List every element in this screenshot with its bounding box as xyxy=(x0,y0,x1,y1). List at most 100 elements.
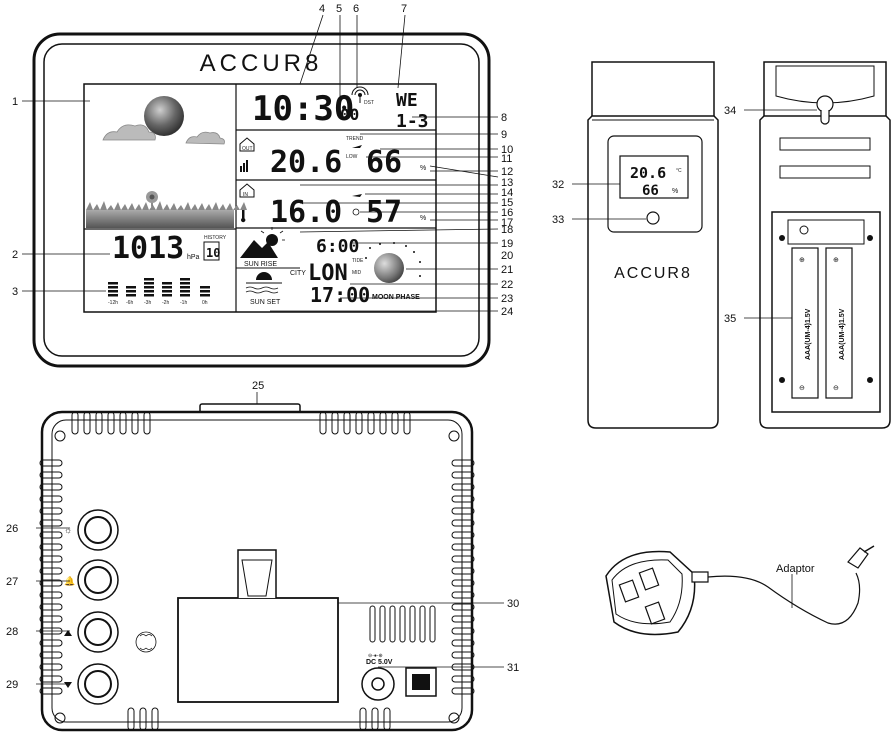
dc-plug xyxy=(847,547,869,569)
svg-text:20: 20 xyxy=(501,250,513,262)
sensor-temperature: 20.6 xyxy=(630,164,666,182)
svg-text:-2h: -2h xyxy=(162,300,169,306)
low-label: LOW xyxy=(346,154,358,160)
pressure-unit: hPa xyxy=(187,254,200,261)
top-vents xyxy=(71,411,411,435)
city-code: LON xyxy=(308,261,348,286)
plug-pins-icon xyxy=(618,567,666,625)
sunrise-icon xyxy=(240,227,285,258)
sensor-callout-lines xyxy=(572,183,646,220)
svg-text:26: 26 xyxy=(6,523,18,535)
indoor-temperature: 20.6 xyxy=(270,145,342,180)
svg-text:3: 3 xyxy=(12,286,18,298)
svg-text:1: 1 xyxy=(12,96,18,108)
adaptor-cable xyxy=(707,572,861,625)
svg-text:24: 24 xyxy=(501,306,513,318)
stand-tab[interactable] xyxy=(237,549,277,598)
svg-text:-6h: -6h xyxy=(126,300,133,306)
battery-label: AAA(UM-4)1.5V xyxy=(805,308,812,360)
in-label: IN xyxy=(243,192,248,198)
dst-label: DST xyxy=(364,100,374,106)
battery-label: AAA(UM-4)1.5V xyxy=(839,308,846,360)
svg-text:5: 5 xyxy=(336,3,342,15)
trend-arrow-icon xyxy=(352,145,362,148)
brand-logo: ACCUR8 xyxy=(200,50,323,77)
star-icon xyxy=(365,242,421,277)
minus-icon: ⊖ xyxy=(833,385,839,392)
thermometer-icon xyxy=(241,210,246,223)
main-unit-inner-frame xyxy=(43,43,480,357)
svg-text:%: % xyxy=(420,165,426,172)
adaptor-label: Adaptor xyxy=(776,563,815,575)
weekday: WE xyxy=(396,90,418,111)
plus-icon: ⊕ xyxy=(833,257,839,264)
plus-icon: ⊕ xyxy=(799,257,805,264)
sensor-led xyxy=(646,211,660,225)
svg-text:12: 12 xyxy=(501,166,513,178)
sunset-time: 17:00 xyxy=(310,283,370,307)
svg-text:30: 30 xyxy=(507,598,519,610)
svg-text:6: 6 xyxy=(353,3,359,15)
svg-text:%: % xyxy=(672,188,678,195)
moon-phase-label: MOON PHASE xyxy=(372,294,420,301)
svg-text:31: 31 xyxy=(507,662,519,674)
power-adaptor: Adaptor xyxy=(605,545,875,636)
sunset-label: SUN SET xyxy=(250,299,281,306)
svg-text:18: 18 xyxy=(501,224,513,236)
svg-text:19: 19 xyxy=(501,238,513,250)
front-callouts: 1 2 3 4 5 6 7 8 9 10 11 12 13 14 15 16 1… xyxy=(12,3,513,318)
tide-label: TIDE xyxy=(352,258,364,264)
in-house-icon xyxy=(239,183,255,198)
svg-text:22: 22 xyxy=(501,279,513,291)
svg-text:-1h: -1h xyxy=(180,300,187,306)
battery-cell xyxy=(825,247,853,399)
svg-text:8: 8 xyxy=(501,112,507,124)
pressure-history-graph: -12h -6h -3h -2h -1h 0h xyxy=(108,278,210,306)
out-label: OUT xyxy=(242,146,253,152)
svg-text:29: 29 xyxy=(6,679,18,691)
svg-text:%: % xyxy=(420,215,426,222)
svg-text:17: 17 xyxy=(501,217,513,229)
out-house-icon xyxy=(239,137,255,152)
weather-forecast-icon xyxy=(86,96,247,228)
moon-phase-icon xyxy=(374,253,404,283)
svg-text:33: 33 xyxy=(552,214,564,226)
svg-text:14: 14 xyxy=(501,187,513,199)
down-arrow-icon xyxy=(64,682,72,688)
sensor-lcd xyxy=(619,155,689,199)
side-vents xyxy=(39,459,475,695)
up-arrow-icon xyxy=(64,630,72,636)
svg-text:4: 4 xyxy=(319,3,325,15)
svg-text:35: 35 xyxy=(724,313,736,325)
sun-icon xyxy=(144,96,184,136)
svg-text:10: 10 xyxy=(501,144,513,156)
svg-text:-12h: -12h xyxy=(108,300,118,306)
svg-text:27: 27 xyxy=(6,576,18,588)
trend-arrow-icon xyxy=(352,194,362,197)
main-unit-front: ACCUR8 1013 hPa HISTORY 10 xyxy=(22,14,499,368)
dc-label: DC 5.0V xyxy=(366,659,393,666)
svg-text:7: 7 xyxy=(401,3,407,15)
svg-text:-3h: -3h xyxy=(144,300,151,306)
sunrise-time: 6:00 xyxy=(316,236,359,257)
battery-cover[interactable] xyxy=(177,597,339,703)
sunrise-label: SUN RISE xyxy=(244,261,277,268)
svg-text:25: 25 xyxy=(252,380,264,392)
svg-text:34: 34 xyxy=(724,105,736,117)
svg-text:0h: 0h xyxy=(202,300,208,306)
trend-label: TREND xyxy=(346,136,364,142)
sensor-humidity: 66 xyxy=(642,183,659,199)
cloud-icon xyxy=(102,124,156,141)
svg-text:15: 15 xyxy=(501,197,513,209)
grass-icon xyxy=(86,210,234,228)
outdoor-temperature: 16.0 xyxy=(270,195,342,230)
main-unit-back: ☼ 🔔 ⊖-●-⊕ DC 5.0V 25 26 27 xyxy=(6,380,519,732)
tide-value: MID xyxy=(352,270,362,276)
sun-icon: ☼ xyxy=(64,525,72,535)
history-label: HISTORY xyxy=(204,235,227,241)
svg-text:°C: °C xyxy=(676,168,682,174)
history-value: 10 xyxy=(206,246,220,260)
speaker-vents xyxy=(369,605,436,643)
svg-text:28: 28 xyxy=(6,626,18,638)
radio-signal-icon xyxy=(351,86,369,103)
